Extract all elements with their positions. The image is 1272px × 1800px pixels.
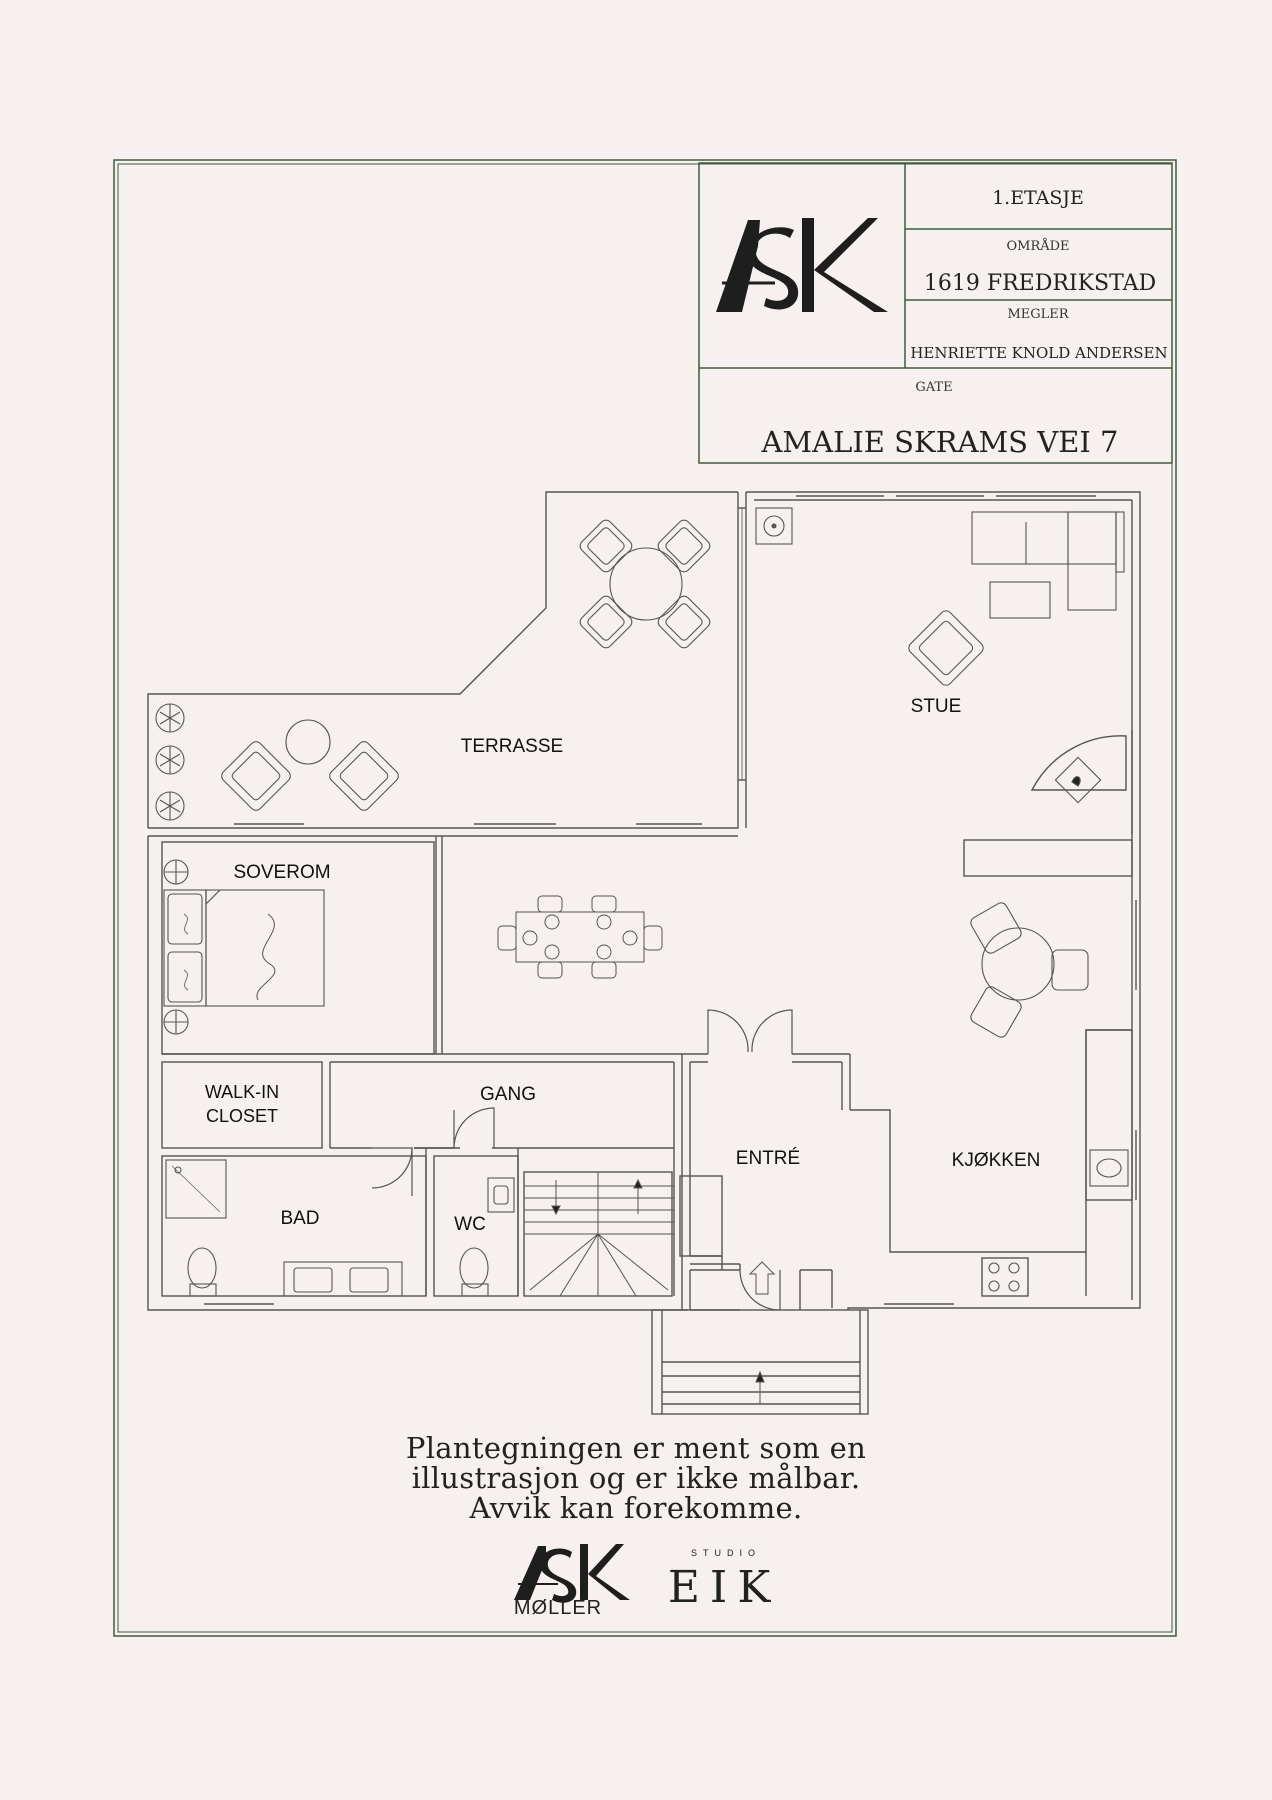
- room-label-walkin-2: CLOSET: [206, 1106, 278, 1126]
- bedroom-bath-fixtures: [163, 859, 515, 1297]
- area-value: 1619 FREDRIKSTAD: [924, 271, 1156, 296]
- street-value: AMALIE SKRAMS VEI 7: [760, 425, 1118, 459]
- room-label-wc: WC: [454, 1214, 486, 1235]
- street-label: GATE: [915, 380, 952, 395]
- room-label-soverom: SOVEROM: [233, 862, 330, 883]
- floor-label: 1.ETASJE: [992, 187, 1084, 209]
- footer-studio-text: STUDIO: [691, 1548, 761, 1558]
- walls: [147, 491, 1141, 1415]
- room-label-walkin-1: WALK-IN: [205, 1082, 279, 1102]
- terrace-furniture: [155, 519, 711, 821]
- disclaimer: Plantegningen er ment som en illustrasjo…: [0, 1433, 1272, 1523]
- footer-ask-moller-logo: [514, 1544, 630, 1603]
- room-label-stue: STUE: [911, 696, 962, 717]
- living-furniture: [755, 507, 1129, 1292]
- area-label: OMRÅDE: [1006, 238, 1069, 254]
- room-label-bad: BAD: [280, 1208, 319, 1229]
- agent-value: HENRIETTE KNOLD ANDERSEN: [910, 344, 1167, 362]
- ask-logo: [716, 218, 888, 312]
- room-label-gang: GANG: [480, 1084, 536, 1105]
- room-label-entre: ENTRÉ: [736, 1148, 800, 1169]
- title-block: [698, 162, 1173, 464]
- doors: [371, 1009, 793, 1311]
- room-label-terrasse: TERRASSE: [461, 736, 563, 757]
- disclaimer-line-1: Plantegningen er ment som en: [405, 1431, 867, 1465]
- room-label-kjokken: KJØKKEN: [952, 1150, 1041, 1171]
- dining-table: [497, 895, 663, 979]
- disclaimer-line-2: illustrasjon og er ikke målbar.: [411, 1461, 861, 1495]
- agent-label: MEGLER: [1007, 307, 1069, 322]
- room-labels: TERRASSE STUE SOVEROM WALK-IN CLOSET GAN…: [205, 696, 1041, 1235]
- footer-eik-text: EIK: [668, 1562, 780, 1613]
- page-frame: [113, 159, 1177, 1637]
- footer-moller-text: MØLLER: [514, 1597, 602, 1619]
- disclaimer-line-3: Avvik kan forekomme.: [469, 1491, 803, 1525]
- staircase: [523, 1172, 776, 1404]
